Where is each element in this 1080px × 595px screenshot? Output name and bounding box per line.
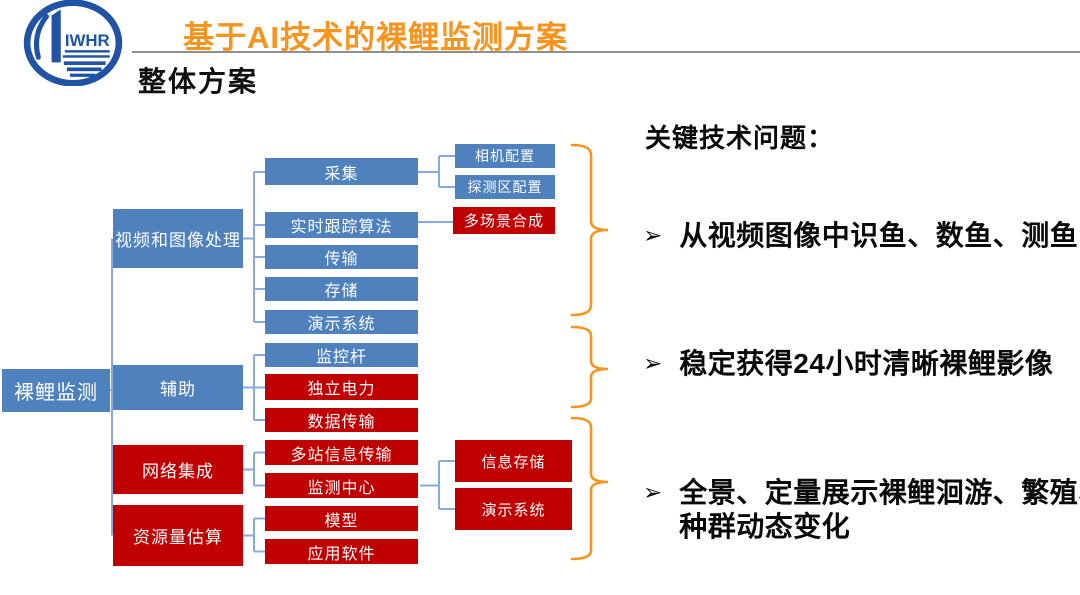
node-store: 存储	[265, 277, 418, 301]
node-demo2: 演示系统	[455, 488, 572, 530]
node-detect: 探测区配置	[455, 175, 555, 199]
node-model: 模型	[265, 506, 418, 531]
arrow-bullet-icon: ➢	[643, 480, 663, 506]
page-title: 基于AI技术的裸鲤监测方案	[183, 20, 568, 55]
arrow-bullet-icon: ➢	[643, 223, 663, 249]
arrow-bullet-icon: ➢	[643, 351, 663, 377]
svg-text:IWHR: IWHR	[65, 31, 110, 50]
brace-icons	[570, 143, 609, 561]
node-center: 监测中心	[265, 473, 418, 498]
bullet-item: ➢ 全景、定量展示裸鲤洄游、繁殖、种群动态变化	[643, 476, 1080, 544]
node-data_trans: 数据传输	[265, 408, 418, 432]
node-info_store: 信息存储	[455, 440, 572, 482]
section-subtitle: 整体方案	[138, 66, 259, 97]
iwhr-logo-icon: IWHR	[23, 0, 123, 86]
node-caiji: 采集	[265, 158, 418, 185]
bullet-text: 稳定获得24小时清晰裸鲤影像	[679, 348, 1054, 379]
bullet-item: ➢ 从视频图像中识鱼、数鱼、测鱼	[643, 219, 1080, 253]
node-pole: 监控杆	[265, 343, 418, 367]
node-camera: 相机配置	[455, 144, 555, 168]
node-demo1: 演示系统	[265, 310, 418, 334]
node-multi_station: 多站信息传输	[265, 440, 418, 465]
node-video: 视频和图像处理	[113, 209, 243, 268]
node-fuzhu: 辅助	[113, 365, 243, 410]
bullet-item: ➢ 稳定获得24小时清晰裸鲤影像	[643, 347, 1080, 381]
node-track: 实时跟踪算法	[265, 212, 418, 238]
node-power: 独立电力	[265, 374, 418, 400]
node-network: 网络集成	[113, 445, 243, 494]
node-transmit: 传输	[265, 245, 418, 269]
title-divider	[132, 51, 1080, 53]
key-issues-heading: 关键技术问题：	[645, 123, 835, 153]
node-resource: 资源量估算	[113, 505, 243, 566]
node-multi_scene: 多场景合成	[453, 207, 555, 234]
node-root: 裸鲤监测	[2, 369, 110, 412]
bullet-text: 从视频图像中识鱼、数鱼、测鱼	[679, 220, 1079, 251]
node-software: 应用软件	[265, 539, 418, 564]
bullet-text: 全景、定量展示裸鲤洄游、繁殖、种群动态变化	[679, 477, 1080, 542]
